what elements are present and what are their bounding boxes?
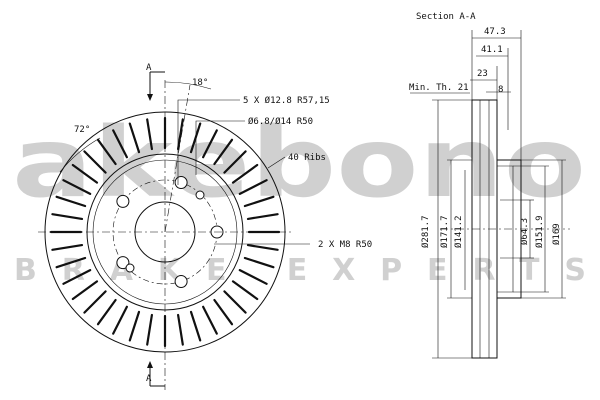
- hat-inner-wall: [497, 165, 514, 293]
- dim-41-1-label: 41.1: [481, 45, 503, 55]
- section-marker-bottom-arrowhead: [147, 361, 153, 368]
- rib: [55, 195, 87, 208]
- rib: [213, 138, 234, 166]
- rib: [202, 305, 218, 335]
- rib: [146, 118, 153, 151]
- rib: [83, 150, 107, 174]
- rib: [112, 305, 129, 335]
- rib: [83, 290, 107, 314]
- front-view: A A 18° 72° 5 X Ø12.8 R57,15 Ø6.8/Ø14 R5…: [38, 63, 372, 390]
- ribs-leader: [267, 156, 286, 169]
- angle-18-arc: [164, 81, 212, 90]
- rib: [189, 122, 202, 154]
- rib: [62, 269, 92, 285]
- rib: [177, 118, 184, 151]
- rib: [189, 310, 202, 342]
- watermark: akebono BRAKE EXPERTS: [12, 107, 586, 288]
- rib: [51, 244, 84, 251]
- holes-group: [116, 176, 224, 288]
- threads-label: 2 X M8 R50: [318, 240, 372, 250]
- rib: [243, 195, 275, 208]
- section-marker-bottom-label: A: [146, 374, 152, 384]
- rib: [51, 213, 84, 220]
- rib: [96, 298, 117, 326]
- rib: [112, 129, 129, 159]
- section-marker-top-arrowhead: [147, 94, 153, 101]
- dia-171-7-label: Ø171.7: [439, 215, 450, 248]
- rib: [231, 163, 259, 184]
- dia-169-label: Ø169: [551, 223, 562, 245]
- watermark-tagline: BRAKE EXPERTS: [14, 253, 586, 288]
- rib: [238, 269, 268, 285]
- section-title: Section A-A: [416, 12, 476, 22]
- angle-reference-line: [164, 84, 191, 233]
- pilot-holes-label: Ø6.8/Ø14 R50: [248, 116, 313, 127]
- ribs-label: 40 Ribs: [288, 153, 326, 163]
- rib: [128, 310, 141, 342]
- angle-18-label: 18°: [192, 78, 208, 88]
- bolt-hole: [174, 275, 188, 288]
- dim-8-label: 8: [498, 85, 503, 95]
- rib: [213, 298, 234, 326]
- watermark-brand: akebono: [12, 107, 586, 219]
- pilot-holes-leader: [195, 120, 245, 175]
- rib: [71, 280, 99, 301]
- thread-hole: [125, 263, 135, 273]
- rib: [55, 256, 87, 269]
- section-view: Section A-A 47.3 41.1 23 8 Min. Th. 21: [409, 12, 570, 359]
- rib: [146, 313, 153, 346]
- dia-151-9-label: Ø151.9: [534, 215, 545, 248]
- bolt-holes-leader: [177, 99, 240, 185]
- rib: [177, 313, 184, 346]
- dia-281-7-label: Ø281.7: [420, 215, 431, 248]
- dia-64-3-label: Ø64.3: [519, 218, 530, 245]
- rib: [238, 179, 268, 195]
- rib: [243, 256, 275, 269]
- rib: [246, 213, 279, 220]
- angle-72-arc: [59, 137, 101, 173]
- dia-141-2-label: Ø141.2: [453, 215, 464, 248]
- rib: [223, 290, 247, 314]
- disc-section-profile: [440, 99, 570, 359]
- pilot-hole: [195, 190, 205, 200]
- rib: [202, 129, 218, 159]
- rib: [62, 179, 92, 195]
- rib: [128, 122, 141, 154]
- angle-72-label: 72°: [74, 125, 90, 135]
- dim-47-3-label: 47.3: [484, 27, 506, 37]
- bolt-hole: [116, 256, 130, 270]
- min-th-label: Min. Th. 21: [409, 83, 469, 93]
- rib: [231, 280, 259, 301]
- section-marker-top-label: A: [146, 63, 152, 73]
- rib: [71, 163, 99, 184]
- rib: [96, 138, 117, 166]
- rib: [223, 150, 247, 174]
- bolt-holes-label: 5 X Ø12.8 R57,15: [243, 95, 330, 106]
- bolt-hole: [116, 194, 130, 208]
- dim-23-label: 23: [477, 69, 488, 79]
- bolt-hole: [174, 176, 188, 189]
- rib: [246, 244, 279, 251]
